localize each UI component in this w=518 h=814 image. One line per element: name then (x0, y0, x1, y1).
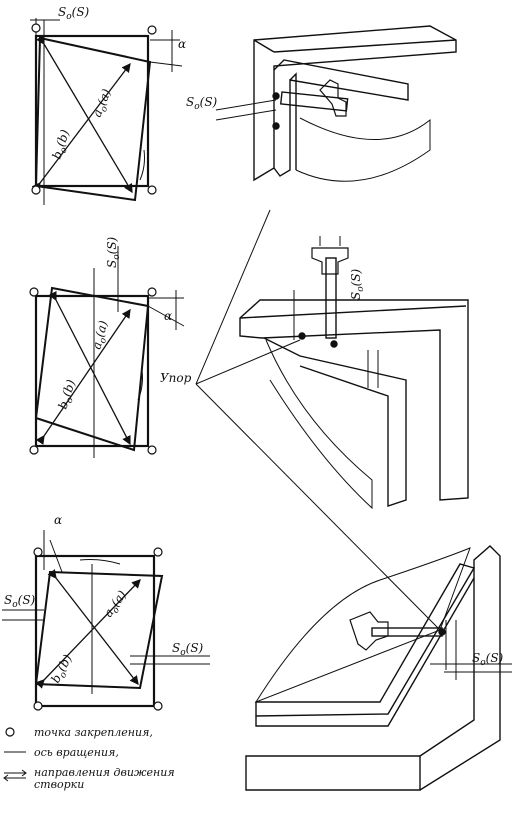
gap-label-3a: So(S) (4, 593, 36, 610)
sash-figure-3 (2, 530, 210, 711)
diag-a-label-1: ao(a) (90, 87, 117, 121)
angle-label-2: α (164, 309, 172, 323)
sash-figure-1 (30, 18, 183, 205)
legend-item-direction: направления движения створки (3, 766, 175, 791)
gap-label-4: So(S) (186, 95, 218, 112)
gap-label-5: So(S) (349, 268, 366, 300)
double-arrow-icon (3, 769, 27, 782)
diag-b-label-1: bo(b) (50, 128, 76, 162)
diag-b-label-2: bo(b) (56, 378, 82, 412)
stop-label: Упор (160, 371, 192, 385)
svg-text:направления движения: направления движения (34, 766, 175, 779)
angle-label-1: α (178, 37, 186, 51)
sash-figure-2 (29, 246, 185, 458)
diag-b-label-3: bo(b) (48, 652, 77, 687)
frame-corner-middle (239, 236, 469, 510)
gap-label-2: So(S) (105, 236, 122, 268)
angle-label-3: α (54, 513, 62, 527)
frame-corner-bottom (245, 545, 512, 791)
svg-text:точка закрепления,: точка закрепления, (34, 726, 153, 739)
diag-a-label-2: ao(a) (89, 319, 113, 352)
svg-text:ось вращения,: ось вращения, (34, 746, 119, 759)
gap-label-1: So(S) (58, 5, 90, 22)
gap-label-3b: So(S) (172, 641, 204, 658)
circle-icon (5, 727, 15, 737)
stop-leaders (195, 209, 441, 631)
gap-label-6: So(S) (472, 651, 504, 668)
legend-item-axis: ось вращения, (4, 746, 119, 759)
legend: точка закрепления, ось вращения, направл… (3, 726, 175, 791)
frame-corner-top (215, 25, 457, 182)
legend-item-fix-point: точка закрепления, (5, 726, 153, 739)
svg-text:створки: створки (34, 778, 84, 791)
